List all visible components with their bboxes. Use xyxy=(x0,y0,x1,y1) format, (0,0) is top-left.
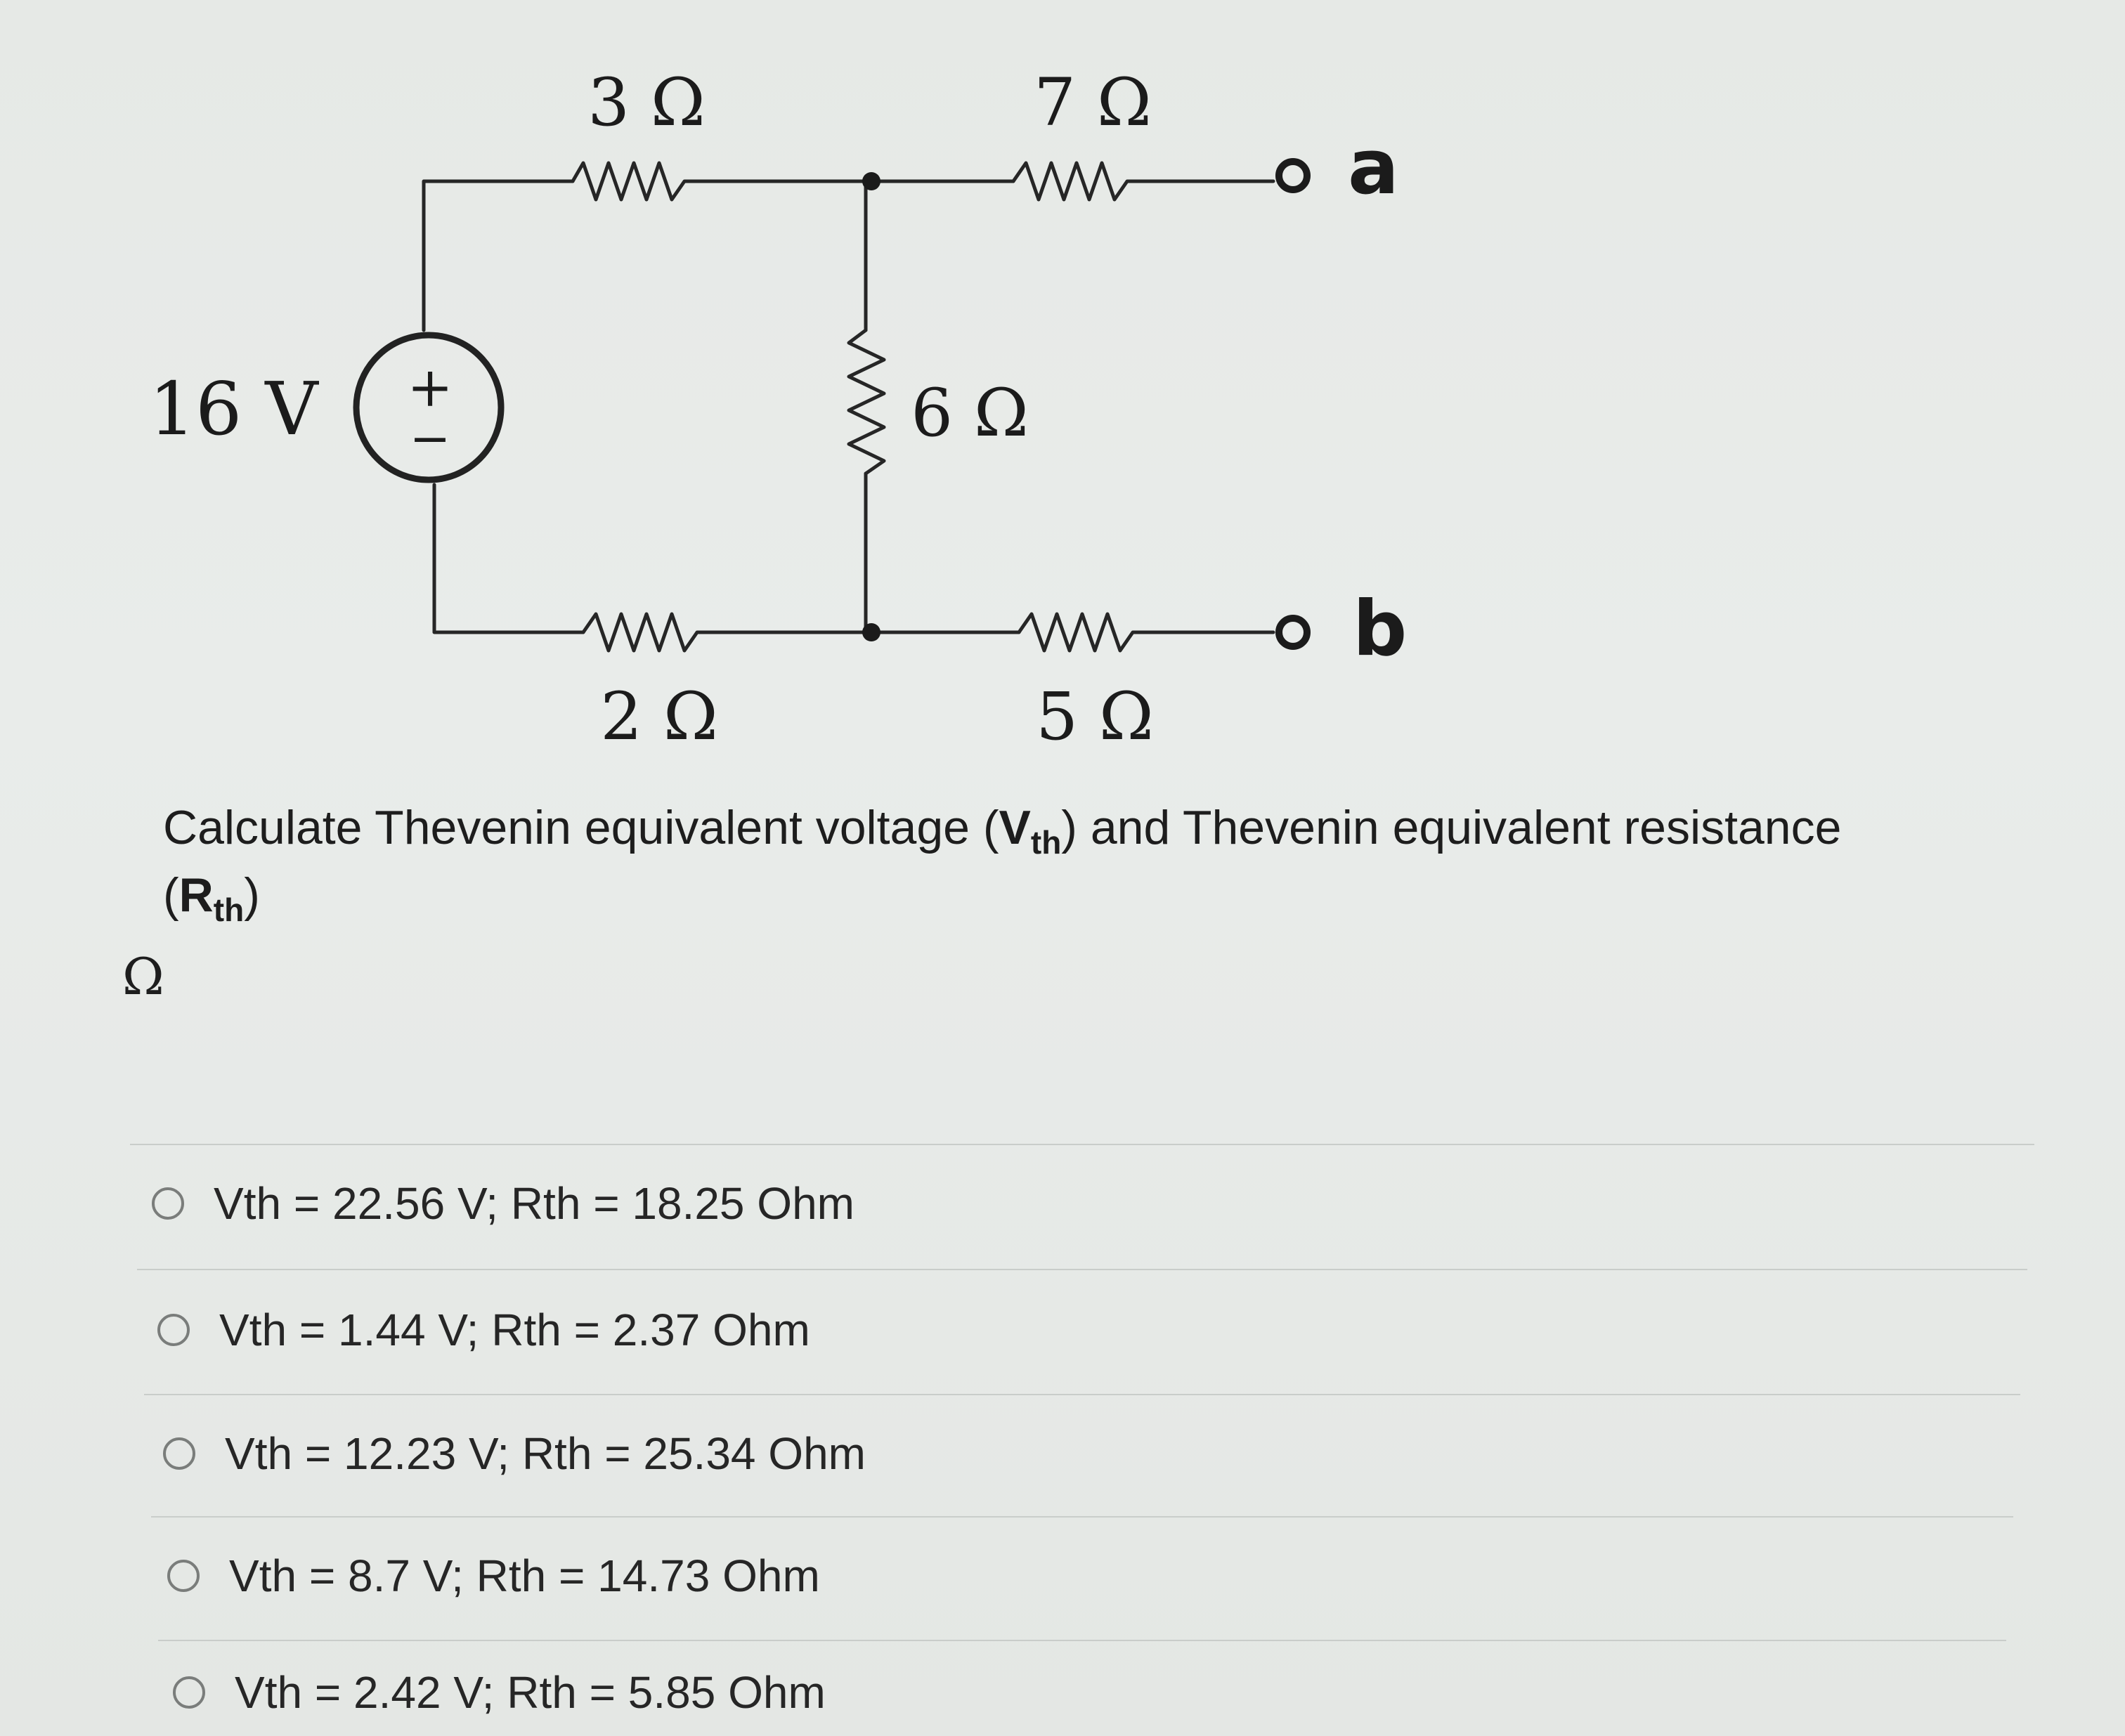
label-7-ohm: 7 Ω xyxy=(1034,65,1152,141)
answer-option[interactable]: Vth = 2.42 V; Rth = 5.85 Ohm xyxy=(173,1666,826,1718)
terminal-a-node xyxy=(1275,158,1311,193)
answer-label: Vth = 22.56 V; Rth = 18.25 Ohm xyxy=(214,1178,854,1229)
source-minus-sign: − xyxy=(410,410,451,467)
options-top-divider xyxy=(130,1144,2034,1145)
answer-label: Vth = 8.7 V; Rth = 14.73 Ohm xyxy=(229,1551,820,1601)
answer-label: Vth = 12.23 V; Rth = 25.34 Ohm xyxy=(225,1428,866,1479)
terminal-a-label: a xyxy=(1348,124,1399,211)
rth-symbol: Rth xyxy=(178,868,245,928)
answer-option[interactable]: Vth = 8.7 V; Rth = 14.73 Ohm xyxy=(167,1550,820,1602)
radio-button[interactable] xyxy=(163,1437,195,1470)
wire-top-left xyxy=(422,179,575,332)
radio-button[interactable] xyxy=(167,1560,200,1592)
resistor-5-ohm xyxy=(1017,612,1169,653)
label-2-ohm: 2 Ω xyxy=(600,679,718,755)
vth-symbol: Vth xyxy=(999,801,1062,861)
answer-option[interactable]: Vth = 1.44 V; Rth = 2.37 Ohm xyxy=(157,1304,810,1356)
label-5-ohm: 5 Ω xyxy=(1036,679,1154,755)
answer-option[interactable]: Vth = 12.23 V; Rth = 25.34 Ohm xyxy=(163,1428,866,1480)
option-divider xyxy=(137,1269,2027,1270)
radio-button[interactable] xyxy=(157,1314,190,1346)
question-text: Calculate Thevenin equivalent voltage (V… xyxy=(163,801,1842,928)
voltage-source xyxy=(353,332,505,483)
omega-symbol: Ω xyxy=(122,947,164,1006)
option-divider xyxy=(151,1516,2013,1518)
radio-button[interactable] xyxy=(173,1676,205,1709)
radio-button[interactable] xyxy=(152,1187,184,1220)
option-divider xyxy=(144,1394,2020,1395)
label-6-ohm: 6 Ω xyxy=(911,375,1029,452)
resistor-2-ohm xyxy=(581,612,733,653)
source-voltage-label: 16 V xyxy=(149,366,319,452)
junction-top xyxy=(862,172,880,190)
terminal-b-label: b xyxy=(1353,585,1407,673)
answer-label: Vth = 2.42 V; Rth = 5.85 Ohm xyxy=(235,1667,826,1718)
terminal-b-node xyxy=(1275,615,1311,650)
resistor-7-ohm xyxy=(1011,161,1162,202)
resistor-3-ohm xyxy=(571,161,719,202)
junction-bottom xyxy=(862,623,880,641)
answer-option[interactable]: Vth = 22.56 V; Rth = 18.25 Ohm xyxy=(152,1177,854,1229)
circuit-diagram: + − 16 V 3 Ω 7 Ω 6 Ω 2 Ω 5 Ω a b xyxy=(149,65,1407,755)
resistor-6-ohm xyxy=(847,328,886,476)
answer-label: Vth = 1.44 V; Rth = 2.37 Ohm xyxy=(219,1305,810,1355)
label-3-ohm: 3 Ω xyxy=(587,65,706,141)
option-divider xyxy=(158,1640,2006,1641)
wire-source-bottom xyxy=(432,483,585,634)
source-plus-sign: + xyxy=(407,356,453,419)
